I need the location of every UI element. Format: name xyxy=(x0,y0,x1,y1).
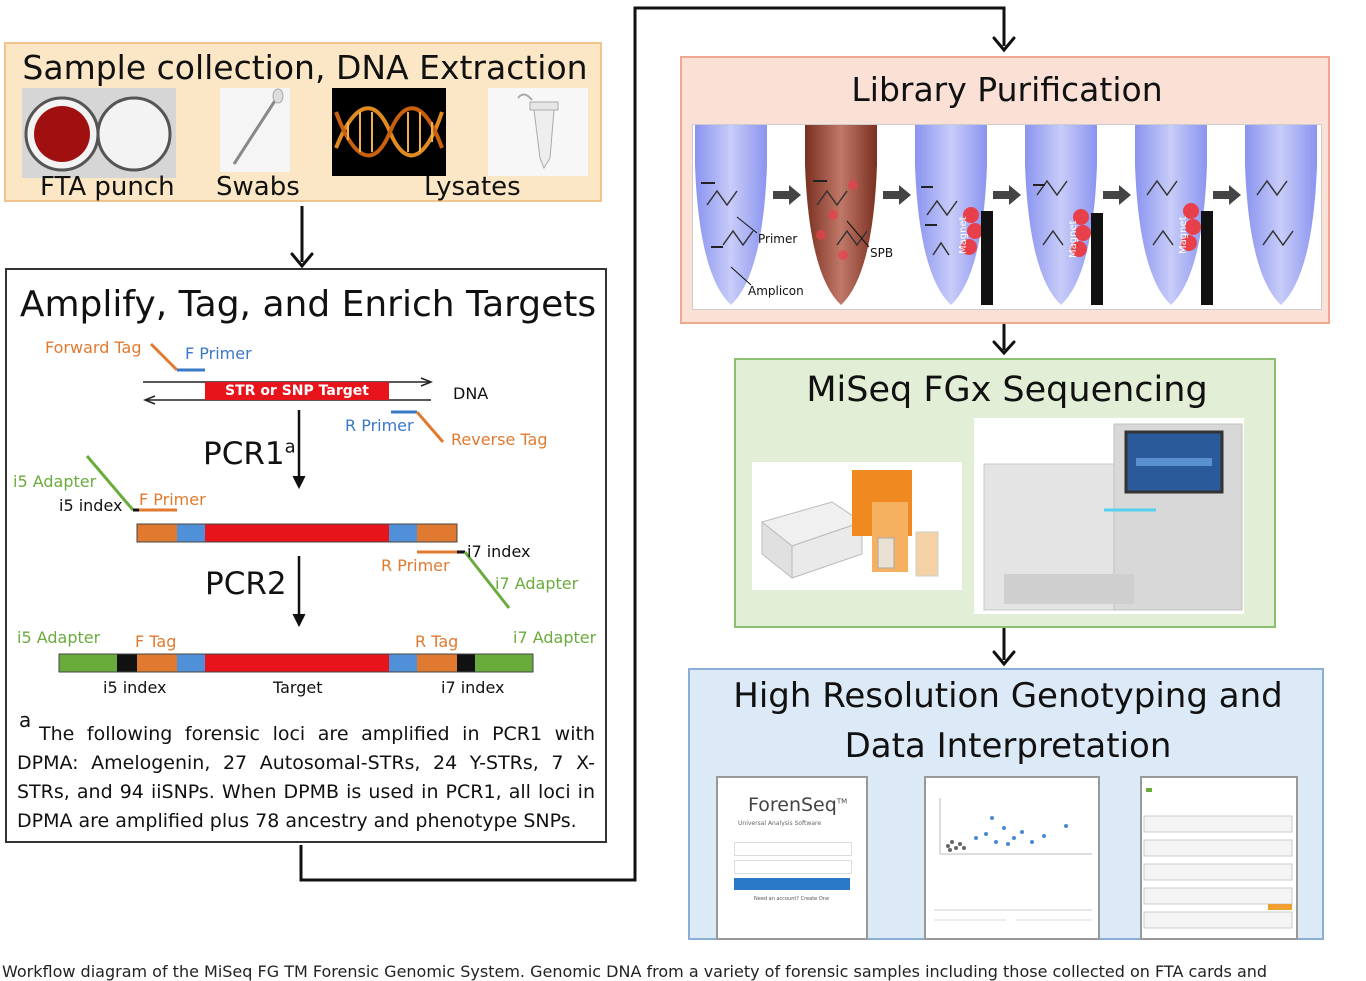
allele-table-screenshot xyxy=(1140,776,1298,940)
footnote-mark: a xyxy=(19,708,32,732)
target-bar-label: STR or SNP Target xyxy=(225,383,369,399)
sequencer-photo xyxy=(974,418,1244,614)
i7-index-label-mid: i7 index xyxy=(467,542,531,561)
i7-index-label-bottom: i7 index xyxy=(441,678,505,697)
magnet-label-1: Magnet xyxy=(958,216,969,254)
library-purification-title: Library Purification xyxy=(851,70,1163,109)
fta-punch-photo xyxy=(22,88,176,178)
spb-label: SPB xyxy=(870,246,894,260)
i7-adapter-label-bottom: i7 Adapter xyxy=(513,628,597,647)
swabs-label: Swabs xyxy=(216,172,300,202)
fta-punch-label: FTA punch xyxy=(40,172,175,202)
amplify-title: Amplify, Tag, and Enrich Targets xyxy=(19,284,597,325)
allele-grid xyxy=(1143,788,1293,929)
pcr1-superscript: a xyxy=(284,436,296,458)
genotyping-title-line1: High Resolution Genotyping and xyxy=(733,676,1283,716)
forenseq-logo-text: ForenSeq xyxy=(748,794,837,816)
tube-photo xyxy=(488,88,588,176)
dna-helix-photo xyxy=(332,88,446,176)
pcr-diagram xyxy=(58,342,534,673)
i5-index-label-bottom: i5 index xyxy=(103,678,167,697)
pcr1-text: PCR1 xyxy=(203,436,285,472)
library-purification-panel: Library Purification xyxy=(680,56,1330,324)
forenseq-logo: ForenSeqTM xyxy=(748,794,847,816)
tubes-illustration xyxy=(695,125,1317,305)
reagent-kit-photo xyxy=(752,462,962,590)
sample-collection-title: Sample collection, DNA Extraction xyxy=(22,48,588,87)
reverse-tag-label: Reverse Tag xyxy=(451,430,548,449)
need-account-text: Need an account? Create One xyxy=(754,896,830,902)
software-subtitle: Universal Analysis Software xyxy=(738,820,822,827)
sample-collection-panel: Sample collection, DNA Extraction xyxy=(4,42,602,202)
r-primer-label-top: R Primer xyxy=(345,416,414,435)
scatter-plot-screenshot xyxy=(924,776,1100,940)
r-tag-label: R Tag xyxy=(415,632,459,651)
target-label: Target xyxy=(273,678,323,697)
magnet-label-3: Magnet xyxy=(1178,216,1189,254)
miseq-title: MiSeq FGx Sequencing xyxy=(806,370,1208,410)
lysates-label: Lysates xyxy=(424,172,521,202)
swab-photo xyxy=(220,88,290,172)
forenseq-tm: TM xyxy=(836,797,848,806)
miseq-panel: MiSeq FGx Sequencing xyxy=(734,358,1276,628)
forenseq-login-screenshot: ForenSeqTM Universal Analysis Software N… xyxy=(716,776,868,940)
forward-tag-label: Forward Tag xyxy=(45,338,142,357)
genotyping-title-line2: Data Interpretation xyxy=(844,726,1172,766)
login-button[interactable] xyxy=(734,878,850,890)
f-tag-label: F Tag xyxy=(135,632,177,651)
i5-adapter-label-bottom: i5 Adapter xyxy=(17,628,101,647)
f-primer-label: F Primer xyxy=(185,344,252,363)
footnote-text: The following forensic loci are amplifie… xyxy=(17,723,595,832)
dna-label: DNA xyxy=(453,384,489,403)
target-bar xyxy=(205,382,389,400)
r-primer-label-mid: R Primer xyxy=(381,556,450,575)
amplicon-label: Amplicon xyxy=(748,284,804,298)
pcr1-label: PCR1a xyxy=(203,436,296,472)
purification-image xyxy=(692,124,1322,310)
f-primer-label-mid: F Primer xyxy=(139,490,206,509)
pcr2-label: PCR2 xyxy=(205,566,287,602)
magnet-label-2: Magnet xyxy=(1068,220,1079,258)
email-field[interactable] xyxy=(734,842,852,856)
primer-label: Primer xyxy=(758,232,798,246)
i7-adapter-label-mid: i7 Adapter xyxy=(495,574,579,593)
i5-index-label-mid: i5 index xyxy=(59,496,123,515)
password-field[interactable] xyxy=(734,860,852,874)
amplify-panel: Amplify, Tag, and Enrich Targets xyxy=(5,268,607,843)
genotyping-panel: High Resolution Genotyping and Data Inte… xyxy=(688,668,1324,940)
i5-adapter-label-mid: i5 Adapter xyxy=(13,472,97,491)
